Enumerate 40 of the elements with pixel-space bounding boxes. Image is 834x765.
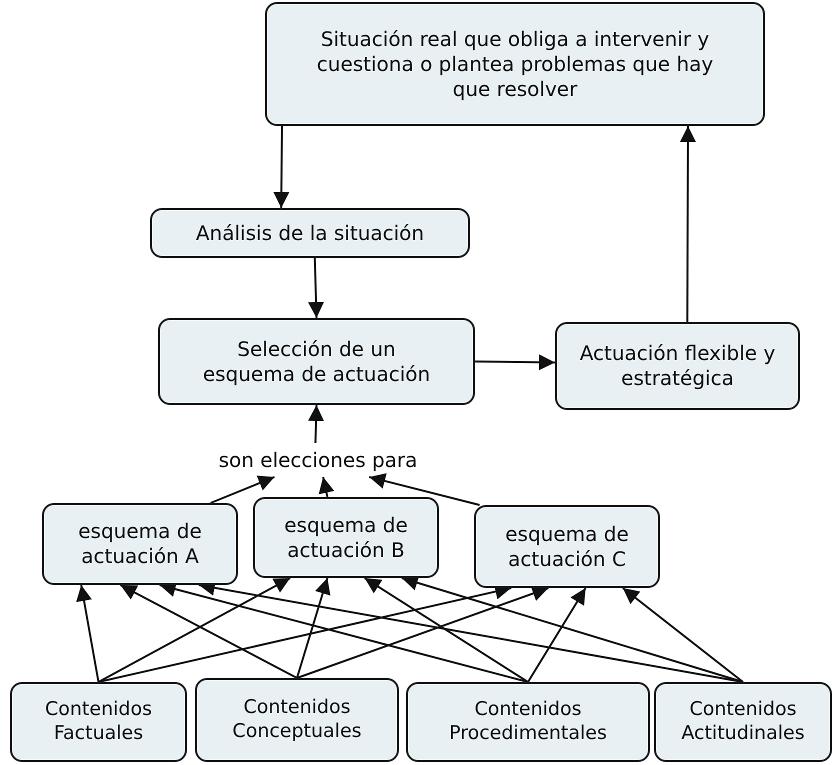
concept-box	[253, 497, 439, 578]
arrow	[210, 476, 275, 504]
arrow	[273, 126, 290, 208]
concept-label: Contenidos Actitudinales	[680, 698, 806, 746]
arrow	[98, 577, 291, 683]
arrow	[368, 473, 480, 506]
concept-box	[406, 682, 650, 762]
arrow	[308, 404, 324, 444]
arrow	[296, 578, 330, 678]
arrow	[527, 587, 586, 683]
arrow	[364, 577, 529, 683]
concept-label: Situación real que obliga a intervenir y cuestiona o plantea problemas que hay que resolver	[316, 26, 714, 102]
arrow	[120, 584, 298, 679]
concept-label: Contenidos Factuales	[44, 698, 153, 746]
arrow	[296, 586, 549, 679]
concept-label: Contenidos Conceptuales	[231, 696, 363, 744]
arrow	[680, 126, 696, 322]
concept-box	[555, 322, 800, 410]
concept-box	[195, 678, 399, 762]
concept-box	[265, 2, 765, 126]
concept-box	[654, 682, 832, 762]
concept-box	[474, 505, 660, 588]
arrow	[76, 584, 100, 682]
arrow	[402, 575, 744, 683]
concept-box	[158, 318, 475, 405]
concept-label: esquema de actuación C	[504, 522, 630, 572]
concept-box	[10, 682, 187, 762]
concept-label: Actuación flexible y estratégica	[579, 341, 776, 391]
arrow	[318, 476, 334, 498]
concept-box	[42, 503, 238, 585]
concept-label: Contenidos Procedimentales	[448, 698, 608, 746]
arrow	[474, 354, 556, 370]
concept-label: esquema de actuación B	[283, 512, 409, 562]
concept-box	[150, 208, 470, 258]
linking-phrase: son elecciones para	[190, 443, 446, 477]
concept-label: Análisis de la situación	[196, 220, 424, 246]
concept-label: Selección de un esquema de actuación	[202, 336, 432, 386]
arrow	[308, 258, 324, 318]
concept-label: esquema de actuación A	[77, 519, 203, 569]
arrow	[622, 587, 744, 683]
